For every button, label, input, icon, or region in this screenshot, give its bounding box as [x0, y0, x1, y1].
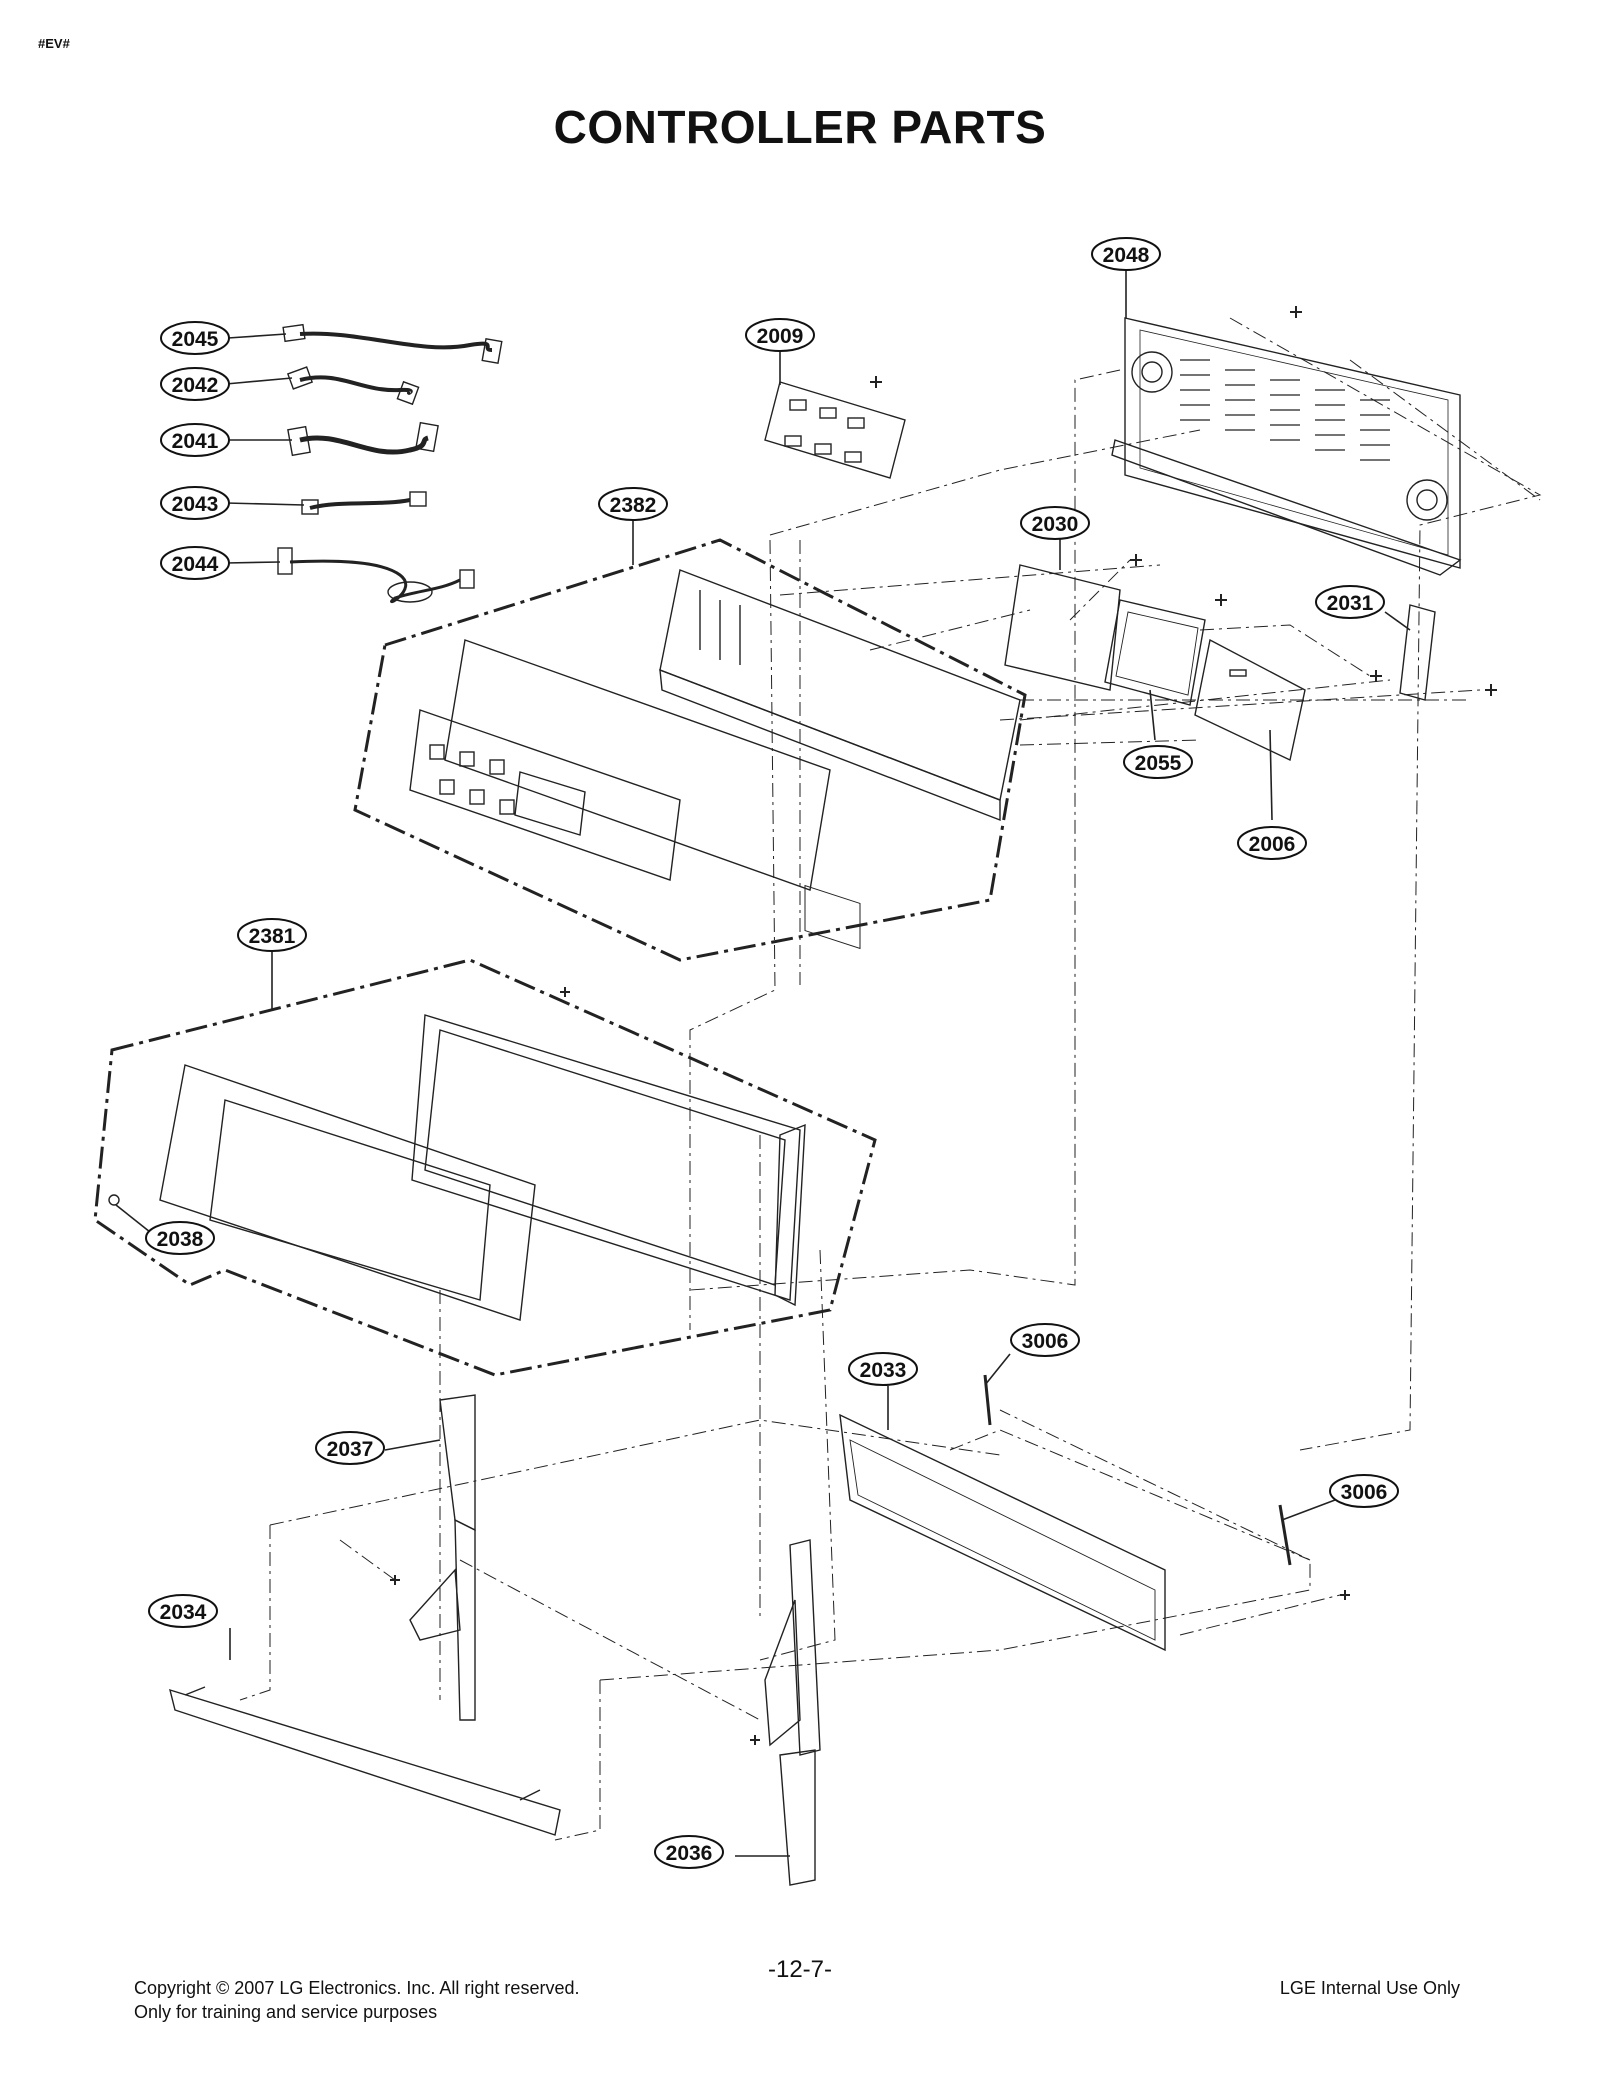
wire-harness-2042 [286, 366, 420, 406]
callout-3006a: 3006 [1022, 1330, 1069, 1353]
callout-2044: 2044 [172, 553, 219, 576]
screw-2038 [108, 1194, 120, 1206]
callout-2034-oval [148, 1594, 218, 1628]
assembly-outline-2382 [353, 538, 1027, 962]
internal-use-notice: LGE Internal Use Only [1279, 1978, 1460, 1998]
display-glass [159, 1064, 536, 1321]
callout-2048: 2048 [1103, 244, 1150, 267]
callout-2043: 2043 [172, 493, 219, 516]
callout-2034: 2034 [160, 1601, 207, 1624]
callout-2045: 2045 [172, 328, 219, 351]
callout-2037: 2037 [327, 1438, 374, 1461]
callout-2030-oval [1020, 506, 1090, 540]
control-frame-2381 [411, 987, 806, 1307]
callout-2033: 2033 [860, 1359, 907, 1382]
wire-harness-2044 [277, 547, 475, 604]
callout-2038-oval [145, 1221, 215, 1255]
trim-rail-2034 [169, 1686, 561, 1836]
copyright-notice: Copyright © 2007 LG Electronics. Inc. Al… [134, 1978, 580, 1998]
back-panel-2048 [1111, 306, 1462, 576]
side-bracket-2037 [390, 1394, 476, 1721]
callout-2382: 2382 [610, 494, 657, 517]
controller-bracket-2382 [659, 569, 1021, 950]
callout-3006b: 3006 [1341, 1481, 1388, 1504]
callout-2381: 2381 [249, 925, 296, 948]
control-panel-overlay [409, 639, 831, 891]
callout-2038: 2038 [157, 1228, 204, 1251]
page-number: -12-7- [767, 1956, 833, 1983]
callout-2037-oval [315, 1431, 385, 1465]
board-2006 [1194, 638, 1382, 762]
callout-2006: 2006 [1249, 833, 1296, 856]
board-2030 [1004, 554, 1142, 691]
pcb-2009 [764, 376, 906, 479]
callout-2009-oval [745, 318, 815, 352]
document-tag: #EV# [38, 36, 70, 51]
callout-2042: 2042 [172, 374, 219, 397]
callout-2045-oval [160, 321, 230, 355]
callout-2036: 2036 [666, 1842, 713, 1865]
callout-2031: 2031 [1327, 592, 1374, 615]
callout-2041-oval [160, 423, 230, 457]
board-2031 [1399, 604, 1497, 701]
callout-3006b-oval [1329, 1474, 1399, 1508]
callout-3006a-oval [1010, 1323, 1080, 1357]
training-notice: Only for training and service purposes [134, 2002, 438, 2022]
callout-2033-oval [848, 1352, 918, 1386]
wire-harness-2041 [287, 421, 439, 457]
callout-leaders [115, 268, 1411, 1857]
side-bracket-2036 [750, 1539, 821, 1886]
wire-harness-2043 [301, 491, 427, 515]
assembly-guides [239, 317, 1542, 1841]
callout-2006-oval [1237, 826, 1307, 860]
callout-2043-oval [160, 486, 230, 520]
callout-2009: 2009 [757, 325, 804, 348]
callout-2042-oval [160, 367, 230, 401]
callout-2382-oval [598, 487, 668, 521]
callout-2381-oval [237, 918, 307, 952]
callout-2030: 2030 [1032, 513, 1079, 536]
callout-2044-oval [160, 546, 230, 580]
callout-2031-oval [1315, 585, 1385, 619]
callout-2048-oval [1091, 237, 1161, 271]
callout-2036-oval [654, 1835, 724, 1869]
callout-2055: 2055 [1135, 752, 1182, 775]
rear-bracket-2033 [839, 1374, 1350, 1652]
callout-2041: 2041 [172, 430, 219, 453]
page-title: CONTROLLER PARTS [553, 101, 1047, 153]
callout-2055-oval [1123, 745, 1193, 779]
board-2055 [1104, 594, 1227, 706]
wire-harness-2045 [282, 323, 503, 365]
